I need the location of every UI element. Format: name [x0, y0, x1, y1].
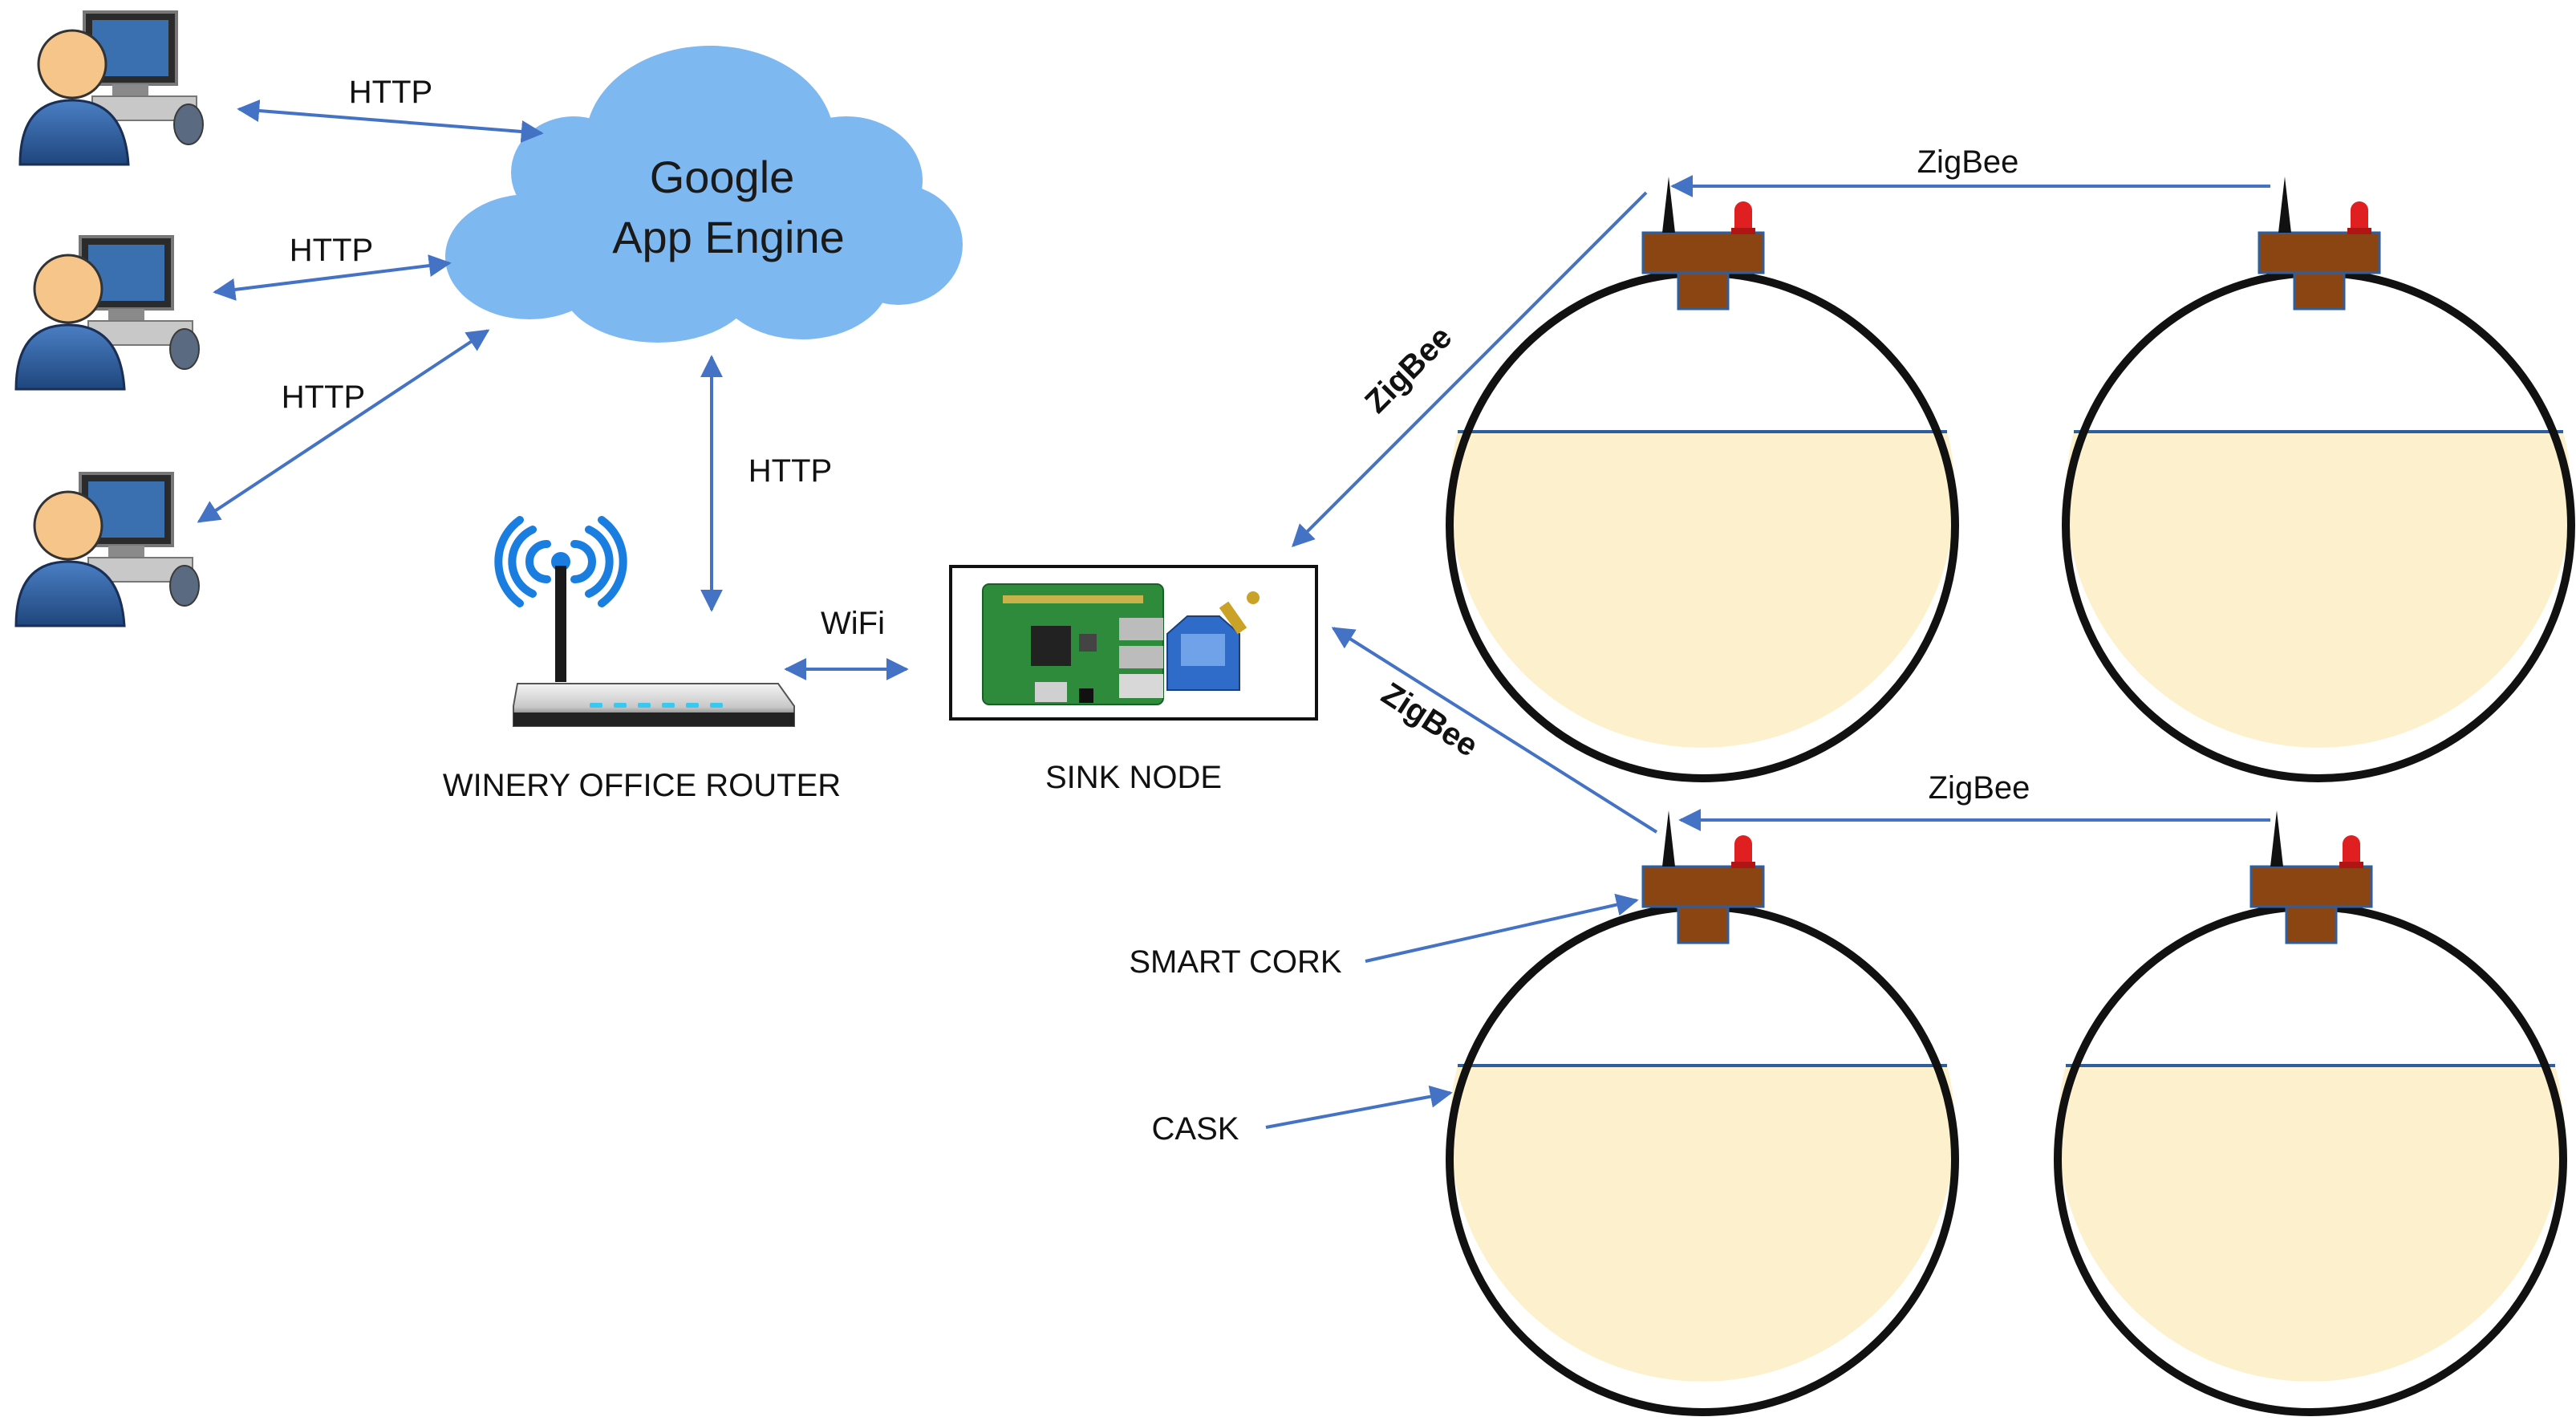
antenna-icon [2278, 177, 2291, 233]
cask-top-left [1446, 177, 1959, 782]
user-computer-icon [14, 235, 200, 391]
http-label-user2: HTTP [290, 233, 373, 268]
cloud-title-line2: App Engine [612, 212, 845, 262]
antenna-icon [2270, 810, 2283, 867]
wine-fill [1450, 1066, 1955, 1382]
cloud-title-line1: Google [650, 152, 795, 202]
arrow-user2-cloud [213, 254, 452, 301]
user-computer-icon [18, 10, 204, 166]
wine-fill [2066, 432, 2572, 748]
http-label-user1: HTTP [349, 75, 432, 110]
arrow-zigbee-diag-upper [1292, 191, 1648, 547]
arrow-smart-cork [1365, 893, 1639, 963]
smart-cork [2258, 177, 2381, 311]
led-icon [2347, 201, 2371, 234]
cask-bottom-right [2054, 810, 2567, 1416]
wifi-router-icon [494, 516, 795, 727]
led-icon [1731, 201, 1755, 234]
zigbee-label-top: ZigBee [1917, 144, 2019, 180]
antenna-icon [1662, 177, 1675, 233]
sink-node-label: SINK NODE [1045, 760, 1222, 795]
cloud-icon [445, 46, 963, 343]
user-computer-icon [14, 472, 200, 627]
wine-fill [1450, 432, 1955, 748]
cask-top-right [2062, 177, 2575, 782]
user-computer-1 [18, 10, 204, 166]
cask-label: CASK [1152, 1111, 1239, 1147]
led-icon [1731, 835, 1755, 868]
arrow-cask [1265, 1085, 1453, 1129]
zigbee-label-diag-upper: ZigBee [1358, 319, 1458, 420]
antenna-icon [1662, 810, 1675, 867]
winery-office-router: WINERY OFFICE ROUTER [443, 516, 841, 803]
smart-cork-label: SMART CORK [1129, 944, 1342, 980]
http-label-router: HTTP [748, 453, 832, 489]
smart-cork [1641, 177, 1765, 311]
xbee-module-icon [1166, 591, 1260, 691]
arrow-user3-cloud [197, 329, 490, 523]
wine-fill [2058, 1066, 2563, 1382]
cask-bottom-left [1446, 810, 1959, 1416]
smart-cork [2249, 810, 2373, 944]
user-computer-2 [14, 235, 200, 391]
wifi-label: WiFi [821, 606, 885, 641]
led-icon [2339, 835, 2363, 868]
raspberry-pi-icon [982, 583, 1164, 705]
http-label-user3: HTTP [282, 380, 365, 415]
sink-node: SINK NODE [949, 565, 1318, 795]
arrow-user1-cloud [237, 99, 544, 143]
smart-cork [1641, 810, 1765, 944]
arrow-zigbee-diag-lower [1331, 627, 1658, 834]
router-label: WINERY OFFICE ROUTER [443, 768, 841, 803]
zigbee-label-bottom: ZigBee [1929, 770, 2030, 806]
user-computer-3 [14, 472, 200, 627]
google-app-engine-cloud: Google App Engine [445, 46, 963, 343]
